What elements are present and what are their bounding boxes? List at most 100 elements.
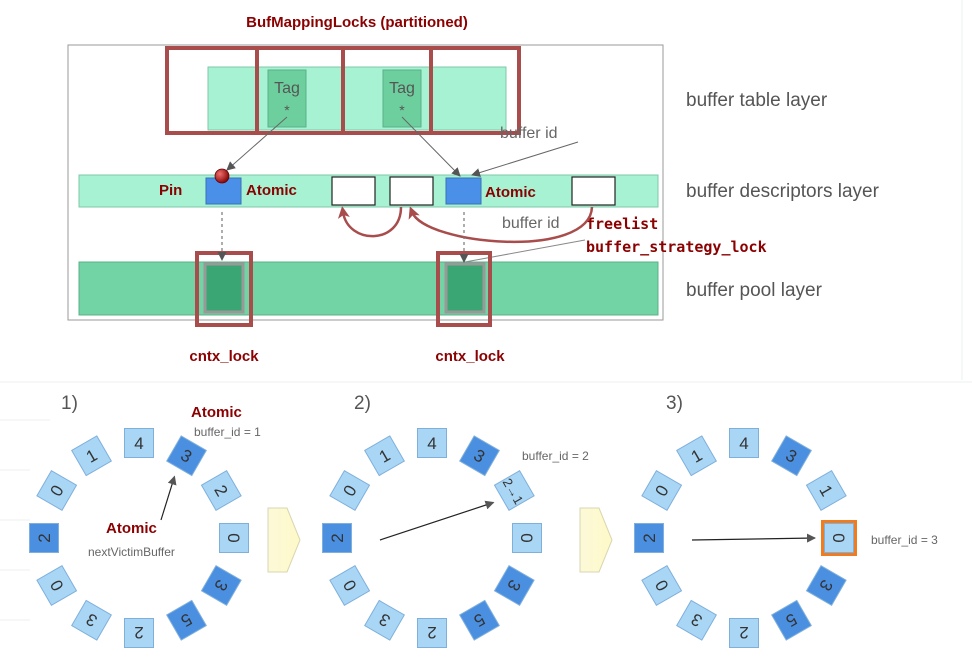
buffer-id-label-2: buffer id (502, 215, 560, 232)
ring-slot: 0 (641, 565, 683, 606)
next-victim-pointer (160, 475, 177, 521)
ring-slot: 2→1 (493, 470, 535, 511)
ring-slot: 3 (71, 599, 112, 641)
cntx-lock-label-1: cntx_lock (189, 348, 259, 365)
ring-slot: 5 (459, 599, 500, 641)
ring-slot: 3 (493, 565, 535, 606)
atomic-label: Atomic (106, 520, 157, 537)
slot-usage-count: 2 (134, 623, 143, 642)
buffer-id-readout: buffer_id = 1 (194, 425, 261, 439)
ring-slot: 5 (166, 599, 207, 641)
ring-slot: 3 (364, 599, 405, 641)
descriptor-free-1 (331, 176, 376, 206)
slot-usage-count: 4 (134, 434, 143, 453)
ring-slot: 4 (417, 428, 447, 458)
buffer-table-layer-label: buffer table layer (686, 90, 828, 111)
freelist-arrows (337, 206, 594, 243)
bufmapping-lock-partitions (165, 46, 521, 135)
atomic-label-2: Atomic (485, 184, 536, 201)
slot-usage-count: 2 (739, 623, 748, 642)
background-grid (0, 0, 972, 621)
ring-slot: 2 (729, 618, 759, 648)
ring-slot: 1 (364, 435, 405, 477)
ring-slot: 2 (124, 618, 154, 648)
buffer-manager-top: BufMappingLocks (partitioned) Tag * Tag … (67, 14, 880, 365)
cntx-lock-box-2 (436, 251, 492, 327)
next-victim-label: nextVictimBuffer (88, 545, 175, 559)
cntx-lock-label-2: cntx_lock (435, 348, 505, 365)
ring-slot: 3 (166, 435, 207, 477)
ring-slot: 0 (36, 565, 78, 606)
slot-usage-count: 2 (35, 533, 54, 542)
ring-slot: 3 (459, 435, 500, 477)
ring-slot: 0 (36, 470, 78, 511)
outer-frame (67, 44, 664, 321)
step-label: 2) (354, 393, 371, 414)
buffer-id-readout: buffer_id = 3 (871, 533, 938, 547)
slot-usage-count: 4 (739, 434, 748, 453)
tag-entry-2: Tag * (382, 69, 422, 128)
ring-slot: 0 (329, 565, 371, 606)
next-victim-pointer (691, 533, 816, 543)
descriptor-free-2 (389, 176, 434, 206)
buffer-pool-bar (78, 261, 659, 316)
ring-slot: 0 (821, 520, 857, 556)
strategy-lock-label: buffer_strategy_lock (586, 238, 767, 256)
tag-label: Tag (274, 80, 300, 97)
pin-ball (214, 168, 230, 184)
buffer-pool-layer-label: buffer pool layer (686, 280, 823, 301)
ring-slot: 2 (417, 618, 447, 648)
chevron-arrow-2 (579, 507, 613, 573)
slot-usage-count: 2 (427, 623, 436, 642)
pool-page-1 (203, 262, 245, 314)
tag-mark: * (399, 102, 405, 118)
ring-slot: 2 (322, 523, 352, 553)
buffer-id-pointer-1 (471, 141, 579, 177)
ring-slot: 0 (641, 470, 683, 511)
ring-slot: 5 (771, 599, 812, 641)
step-label: 3) (666, 393, 683, 414)
descriptor-free-3 (571, 176, 616, 206)
tag-label: Tag (389, 80, 415, 97)
slot-usage-count: 2 (328, 533, 347, 542)
ring-slot: 4 (124, 428, 154, 458)
ring-slot: 1 (676, 435, 717, 477)
victim-highlight (821, 520, 857, 556)
freelist-label: freelist (586, 215, 658, 233)
ring-slot: 1 (805, 470, 847, 511)
ring-slot: 3 (805, 565, 847, 606)
chevron-arrow-1 (267, 507, 301, 573)
slot-usage-count: 0 (829, 533, 848, 542)
ring-slot: 3 (771, 435, 812, 477)
descriptor-target (445, 177, 482, 205)
buffer-id-readout: buffer_id = 2 (522, 449, 589, 463)
slot-usage-count: 0 (517, 533, 536, 542)
tag1-to-descriptor-arrow (226, 116, 288, 171)
ring-slot: 0 (219, 523, 249, 553)
pool-page-2 (444, 262, 486, 314)
pin-label: Pin (159, 182, 182, 199)
ring-slot: 0 (512, 523, 542, 553)
ring-slot: 0 (329, 470, 371, 511)
ring-slot: 3 (200, 565, 242, 606)
ring-slot: 2 (200, 470, 242, 511)
tag-entry-1: Tag * (267, 69, 307, 128)
tag2-to-descriptor-arrow (401, 116, 461, 177)
buffer-table-bar (207, 66, 507, 131)
slot-usage-count: 4 (427, 434, 436, 453)
buffer-descriptors-layer-label: buffer descriptors layer (686, 181, 880, 202)
buffer-id-label-1: buffer id (500, 125, 558, 142)
step-chevrons (267, 507, 613, 573)
atomic-label: Atomic (191, 404, 242, 421)
tag-mark: * (284, 102, 290, 118)
ring-slot: 2 (634, 523, 664, 553)
ring-slot: 4 (729, 428, 759, 458)
ring-slot: 1 (71, 435, 112, 477)
next-victim-pointer (379, 500, 495, 541)
slot-usage-count: 2 (640, 533, 659, 542)
step-label: 1) (61, 393, 78, 414)
